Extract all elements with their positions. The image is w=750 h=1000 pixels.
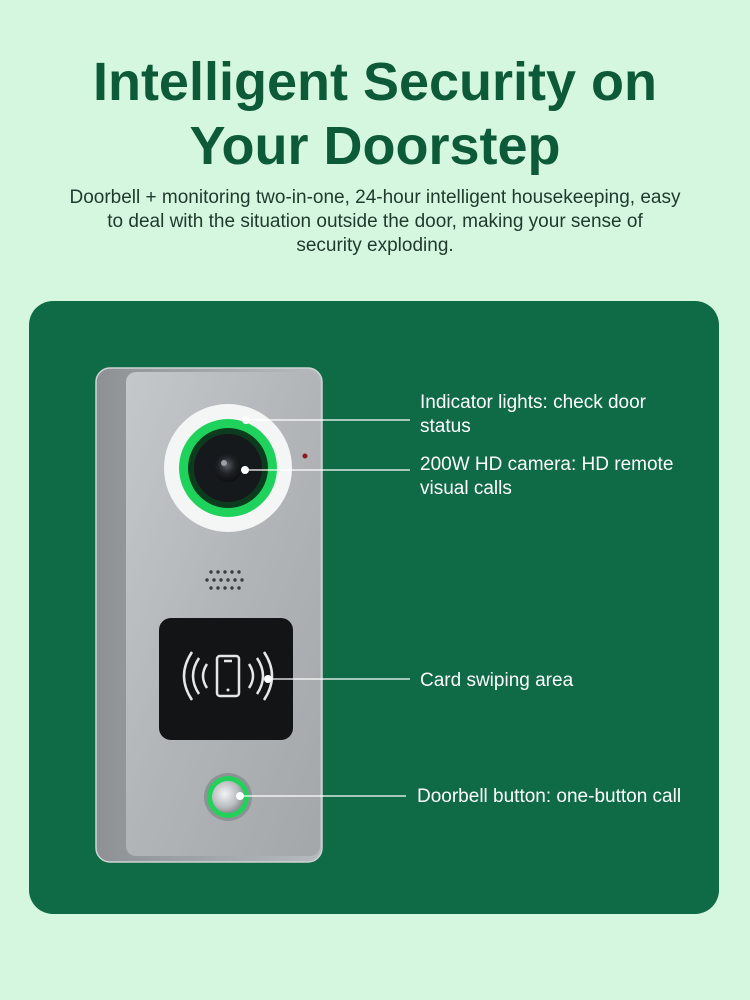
subtitle-line-3: security exploding.: [296, 235, 454, 256]
title-line-2: Your Doorstep: [189, 116, 561, 176]
indicator-callout-line-1: Indicator lights: check door: [420, 392, 647, 413]
doorbell-button: [204, 773, 252, 821]
camera-callout-line-2: visual calls: [420, 478, 512, 499]
callout-dot: [242, 416, 250, 424]
callout-dot: [236, 792, 244, 800]
callout-dot: [264, 675, 272, 683]
sensor-dot-icon: [302, 453, 308, 459]
callout-dot: [241, 466, 249, 474]
camera-callout: 200W HD camera: HD remote visual calls: [420, 453, 673, 501]
subtitle-line-2: to deal with the situation outside the d…: [107, 211, 643, 232]
title-line-1: Intelligent Security on: [92, 52, 658, 112]
speaker-grille-icon: [205, 570, 244, 590]
subtitle-line-1: Doorbell + monitoring two-in-one, 24-hou…: [69, 187, 681, 208]
camera-callout-line-1: 200W HD camera: HD remote: [420, 454, 674, 475]
nfc-phone-icon: [182, 651, 274, 701]
indicator-callout-line-2: status: [420, 416, 471, 437]
indicator-callout: Indicator lights: check door status: [420, 391, 646, 439]
page-title: Intelligent Security on Your Doorstep: [0, 50, 750, 178]
camera-module: [164, 404, 308, 532]
card-reader: [159, 618, 293, 740]
camera-lens-icon: [214, 454, 242, 482]
button-callout: Doorbell button: one-button call: [417, 786, 682, 807]
callout-lines: [240, 419, 410, 797]
subtitle: Doorbell + monitoring two-in-one, 24-hou…: [40, 186, 710, 258]
card-callout: Card swiping area: [420, 670, 574, 691]
